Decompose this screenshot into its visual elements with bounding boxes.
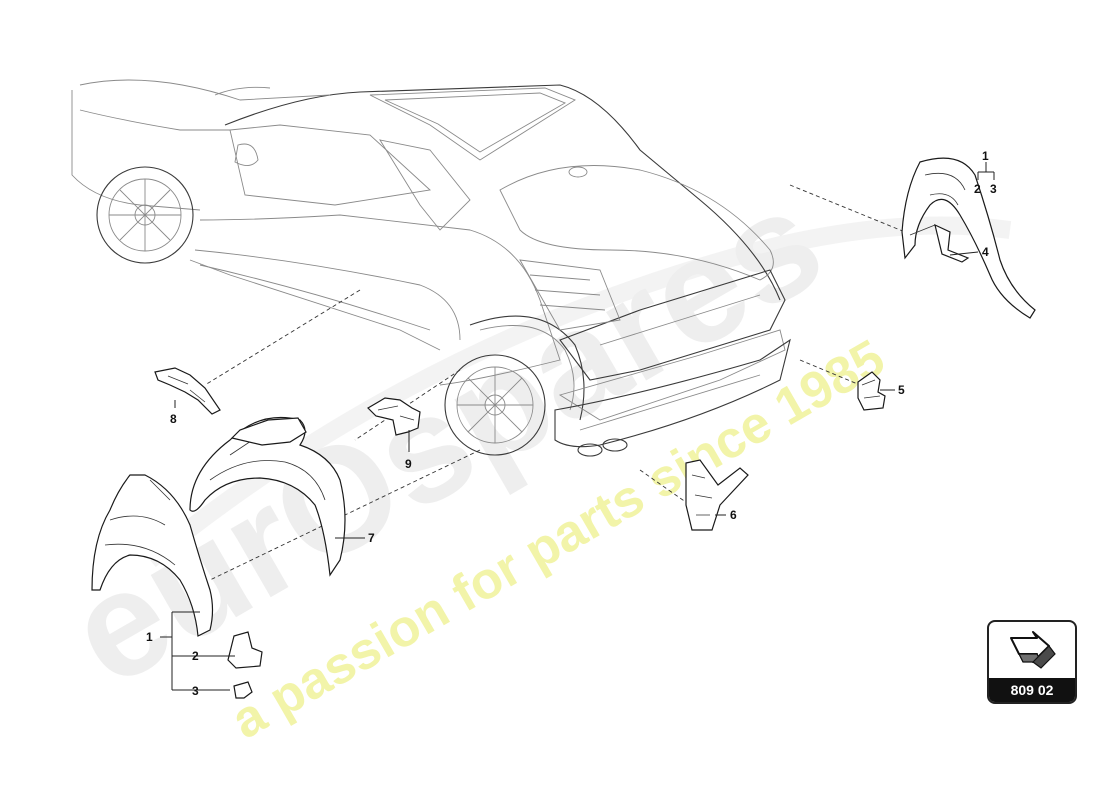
- vehicle-illustration: [71, 79, 791, 457]
- callout-group-singles: 5 6 7 8 9: [170, 383, 905, 545]
- callout-1-bottom: 1: [146, 630, 153, 644]
- callout-5: 5: [898, 383, 905, 397]
- callout-9: 9: [405, 457, 412, 471]
- part-6-bracket: [685, 459, 749, 531]
- part-9-bracket: [367, 397, 421, 436]
- part-5-bracket: [857, 371, 886, 411]
- callout-6: 6: [730, 508, 737, 522]
- callout-3-top: 3: [990, 182, 997, 196]
- part-7-wheel-arch-liner: [189, 416, 346, 577]
- callout-8: 8: [170, 412, 177, 426]
- part-1-wheelhouse-left: [91, 474, 263, 699]
- watermark: eurOspares a passion for parts since 198…: [42, 155, 1012, 750]
- callout-3-bottom: 3: [192, 684, 199, 698]
- callout-group-bottom-left: 1 2 3: [146, 611, 235, 698]
- reference-code: 809 02: [989, 678, 1075, 702]
- reference-badge-box: 809 02: [987, 620, 1077, 704]
- callout-1-top: 1: [982, 149, 989, 163]
- reference-badge: 809 02: [987, 620, 1077, 704]
- arrow-icon: [1010, 631, 1056, 669]
- callout-7: 7: [368, 531, 375, 545]
- part-1-wheelhouse-right: [901, 157, 1036, 319]
- callout-2-top: 2: [974, 182, 981, 196]
- part-8-bracket: [154, 367, 221, 415]
- callout-group-top-right: 1 2 3 4: [949, 149, 997, 259]
- callout-2-bottom: 2: [192, 649, 199, 663]
- callout-4: 4: [982, 245, 989, 259]
